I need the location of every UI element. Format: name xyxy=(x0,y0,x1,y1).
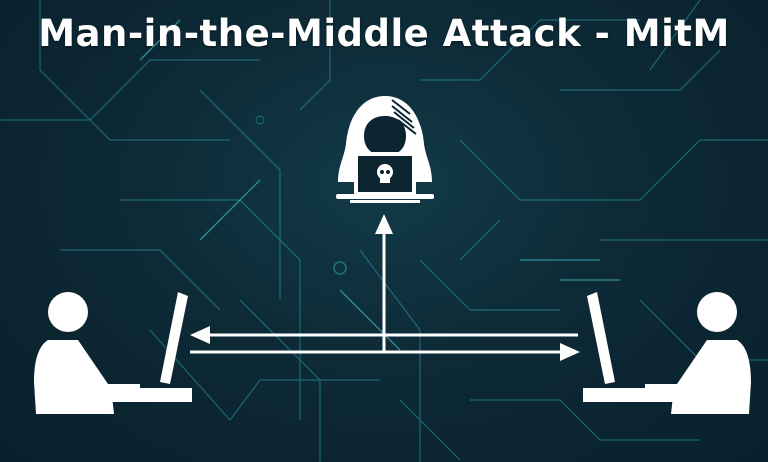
arrow-up-icon xyxy=(375,214,393,352)
arrow-right-icon xyxy=(190,343,580,361)
hacker-icon xyxy=(336,96,434,203)
user-left-computer-icon xyxy=(34,292,192,414)
arrow-left-icon xyxy=(190,326,578,344)
page-title: Man-in-the-Middle Attack - MitM xyxy=(38,12,730,55)
user-right-computer-icon xyxy=(583,292,751,414)
